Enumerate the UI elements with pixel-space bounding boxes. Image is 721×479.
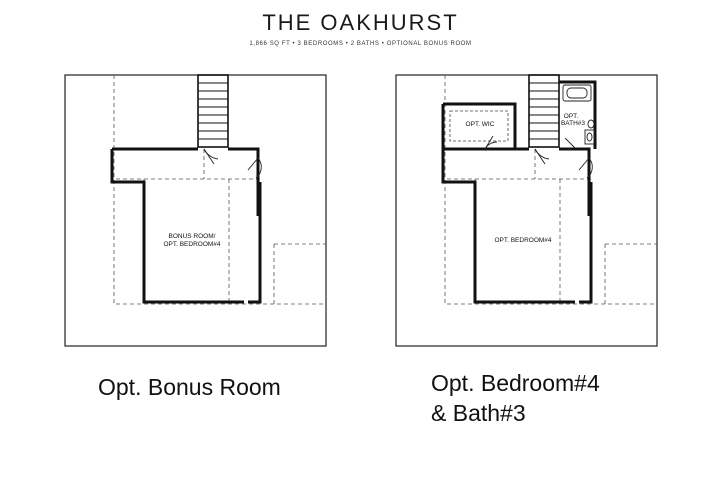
plan-outline [64, 74, 327, 347]
room-label-bonus-room: BONUS ROOM/ [169, 233, 216, 240]
room-label-bath: BATH#3 [561, 120, 585, 127]
room-label-opt-bedroom: OPT. BEDROOM#4 [494, 237, 551, 244]
sink-vanity [584, 129, 595, 145]
caption-line: Opt. Bedroom#4 [431, 370, 600, 396]
door-swing [203, 148, 262, 179]
door-swing [484, 135, 593, 179]
room-label-opt-bedroom: OPT. BEDROOM#4 [163, 241, 220, 248]
caption-bonus-room: Opt. Bonus Room [98, 372, 281, 402]
stairs [197, 74, 229, 148]
plan-outline [395, 74, 658, 347]
page-subtitle: 1,866 SQ FT • 3 BEDROOMS • 2 BATHS • OPT… [249, 41, 472, 47]
stairs [528, 74, 560, 148]
attic-dashed-lines [444, 75, 657, 305]
toilet [587, 119, 595, 129]
bath-fixtures [562, 84, 595, 145]
bonus-room-floor-plan: BONUS ROOM/ OPT. BEDROOM#4 [64, 74, 327, 347]
bedroom-walls [441, 80, 597, 304]
attic-dashed-lines [113, 75, 326, 305]
page-title: THE OAKHURST [262, 10, 459, 35]
caption-line: Opt. Bonus Room [98, 374, 281, 400]
bathtub [562, 84, 592, 102]
caption-line: & Bath#3 [431, 400, 526, 426]
room-label-opt-wic: OPT. WIC [466, 121, 495, 128]
bonus-room-walls [110, 147, 262, 304]
room-label-opt: OPT. [564, 113, 579, 120]
bedroom-bath-floor-plan: OPT. WIC OPT. BATH#3 OPT. BEDROOM#4 [395, 74, 658, 347]
wic-shelf-line [449, 110, 509, 142]
caption-bedroom-bath: Opt. Bedroom#4 & Bath#3 [431, 368, 600, 428]
